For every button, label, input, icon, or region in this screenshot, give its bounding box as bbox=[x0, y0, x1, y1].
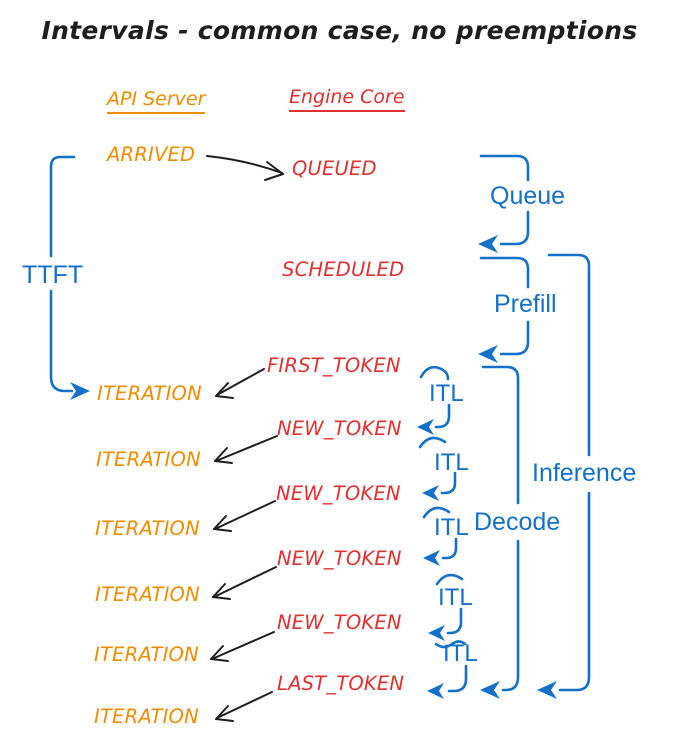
arrow-last-token-to-iteration bbox=[215, 691, 273, 722]
itl-arc-5 bbox=[434, 640, 467, 649]
diagram-title: Intervals - common case, no preemptions bbox=[41, 16, 638, 45]
arrow-new-token4-to-iteration bbox=[210, 631, 275, 662]
itl-arrowhead-1 bbox=[417, 419, 434, 435]
prefill-arrowhead bbox=[478, 345, 498, 363]
inference-arrowhead bbox=[537, 681, 557, 699]
itl-label-3: ITL bbox=[434, 514, 469, 541]
event-iteration-2: ITERATION bbox=[96, 448, 201, 471]
itl-arrow-4 bbox=[446, 607, 463, 635]
interval-label-prefill: Prefill bbox=[494, 290, 557, 318]
arrow-new-token3-to-iteration bbox=[212, 566, 277, 600]
itl-arc-4 bbox=[435, 573, 464, 586]
event-iteration-3: ITERATION bbox=[95, 517, 200, 540]
itl-arrowhead-4 bbox=[428, 625, 445, 641]
itl-arrow-2 bbox=[440, 471, 457, 495]
itl-arrow-1 bbox=[434, 403, 451, 429]
ttft-bracket bbox=[49, 155, 90, 400]
prefill-bracket bbox=[478, 256, 530, 363]
event-last-token: LAST_TOKEN bbox=[277, 672, 405, 695]
event-queued: QUEUED bbox=[292, 157, 377, 180]
event-arrows bbox=[206, 155, 284, 722]
decode-arrowhead bbox=[480, 681, 500, 699]
event-iteration-4: ITERATION bbox=[95, 583, 200, 606]
event-new-token-4: NEW_TOKEN bbox=[277, 611, 402, 634]
arrow-new-token2-to-iteration bbox=[213, 500, 276, 532]
itl-arc-1 bbox=[419, 365, 450, 381]
itl-arrowhead-5 bbox=[427, 683, 444, 699]
itl-arc-3 bbox=[422, 506, 451, 519]
decode-bracket bbox=[480, 365, 520, 699]
interval-label-queue: Queue bbox=[490, 182, 566, 210]
event-new-token-1: NEW_TOKEN bbox=[277, 417, 402, 440]
event-new-token-2: NEW_TOKEN bbox=[276, 482, 401, 505]
event-first-token: FIRST_TOKEN bbox=[267, 354, 401, 377]
itl-label-2: ITL bbox=[434, 449, 469, 476]
queue-arrowhead bbox=[478, 235, 498, 253]
interval-label-decode: Decode bbox=[474, 508, 561, 536]
arrow-new-token1-to-iteration bbox=[214, 435, 278, 464]
ttft-arrowhead bbox=[70, 382, 90, 400]
event-iteration-1: ITERATION bbox=[97, 382, 202, 405]
event-scheduled: SCHEDULED bbox=[282, 258, 405, 281]
itl-arrowhead-3 bbox=[423, 550, 440, 566]
event-arrived: ARRIVED bbox=[107, 143, 196, 166]
column-header-api-server: API Server bbox=[107, 88, 206, 114]
itl-marks bbox=[417, 365, 468, 699]
arrow-arrived-to-queued bbox=[206, 155, 284, 181]
column-header-engine-core: Engine Core bbox=[289, 86, 405, 112]
itl-label-4: ITL bbox=[438, 584, 473, 611]
queue-bracket bbox=[478, 154, 530, 253]
itl-arrow-3 bbox=[441, 537, 458, 560]
interval-label-ttft: TTFT bbox=[22, 261, 84, 289]
itl-arrowhead-2 bbox=[422, 485, 439, 501]
itl-label-1: ITL bbox=[429, 380, 464, 407]
event-iteration-6: ITERATION bbox=[94, 705, 199, 728]
inference-bracket bbox=[537, 253, 591, 699]
itl-arrow-5 bbox=[447, 664, 468, 693]
event-iteration-5: ITERATION bbox=[94, 643, 199, 666]
arrow-first-token-to-iteration bbox=[215, 368, 265, 399]
itl-arc-2 bbox=[418, 436, 447, 449]
itl-label-5: ITL bbox=[443, 640, 478, 667]
interval-label-inference: Inference bbox=[532, 459, 637, 487]
event-new-token-3: NEW_TOKEN bbox=[277, 547, 402, 570]
